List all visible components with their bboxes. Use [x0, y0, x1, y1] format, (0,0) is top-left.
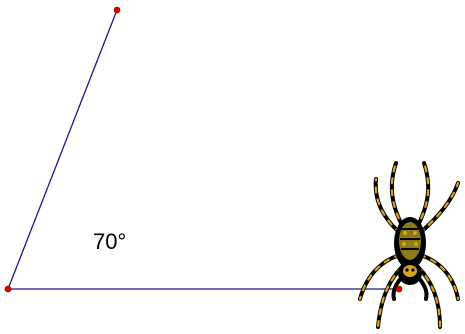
- upper-point[interactable]: [113, 6, 121, 14]
- angle-label: 70°: [93, 229, 127, 254]
- slanted-ray: [7, 9, 118, 290]
- right-point[interactable]: [395, 285, 403, 293]
- spider-icon: [358, 161, 460, 329]
- vertex-point[interactable]: [4, 285, 12, 293]
